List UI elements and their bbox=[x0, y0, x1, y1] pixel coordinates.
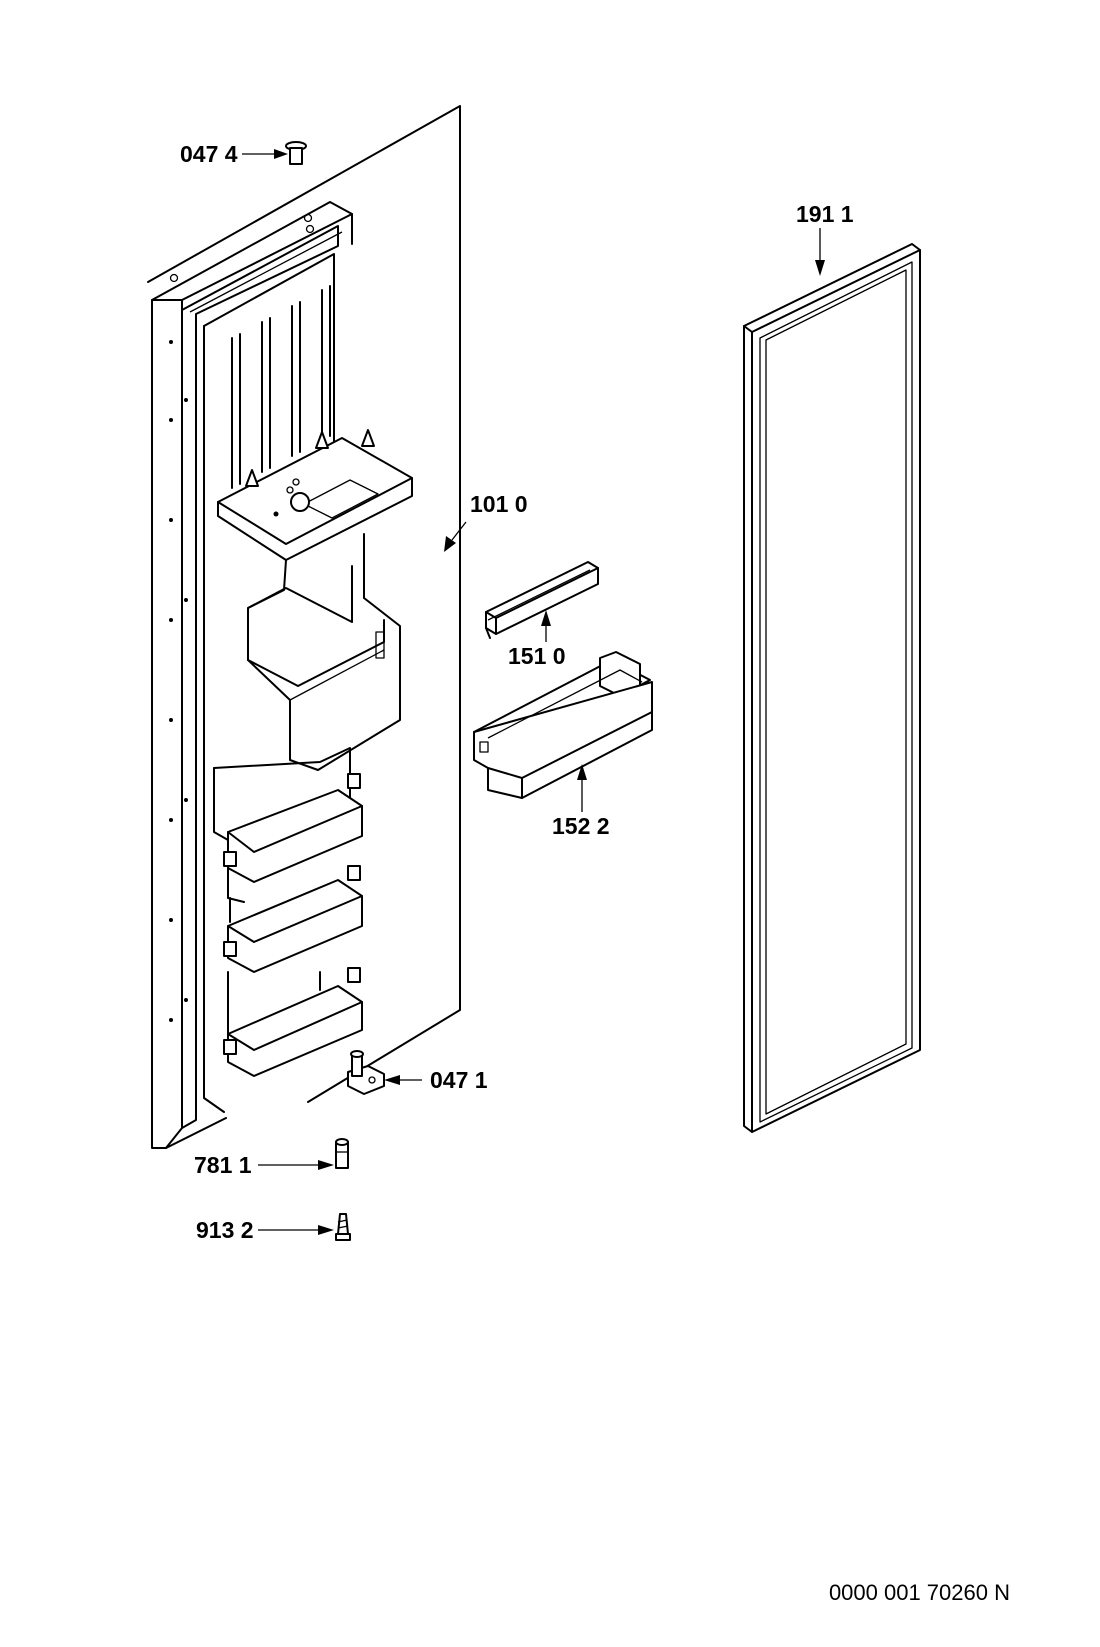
hinge-pin-top bbox=[285, 141, 307, 165]
leader-arrows bbox=[242, 149, 825, 1235]
screw-part bbox=[335, 1213, 351, 1241]
label-screw: 913 2 bbox=[196, 1217, 254, 1243]
frame-holes bbox=[169, 213, 315, 1022]
dispenser-housing bbox=[217, 429, 413, 561]
door-gasket bbox=[743, 243, 921, 1133]
label-spacer: 781 1 bbox=[194, 1152, 252, 1178]
drawing-reference-number: 0000 001 70260 N bbox=[829, 1580, 1010, 1605]
door-shelves bbox=[213, 747, 363, 1077]
door-assembly bbox=[147, 105, 461, 1149]
label-hinge-bottom: 047 1 bbox=[430, 1067, 488, 1093]
panel-ribs bbox=[231, 285, 331, 489]
label-hinge-top: 047 4 bbox=[180, 141, 238, 167]
label-door-liner: 101 0 bbox=[470, 491, 528, 517]
label-gasket: 191 1 bbox=[796, 201, 854, 227]
label-door-bin: 152 2 bbox=[552, 813, 610, 839]
dispenser-recess bbox=[247, 533, 401, 771]
spacer-part bbox=[335, 1138, 349, 1169]
door-bin-part bbox=[473, 651, 653, 799]
bottom-hinge bbox=[347, 1050, 385, 1095]
shelf-trim-part bbox=[485, 561, 599, 639]
label-shelf-trim: 151 0 bbox=[508, 643, 566, 669]
